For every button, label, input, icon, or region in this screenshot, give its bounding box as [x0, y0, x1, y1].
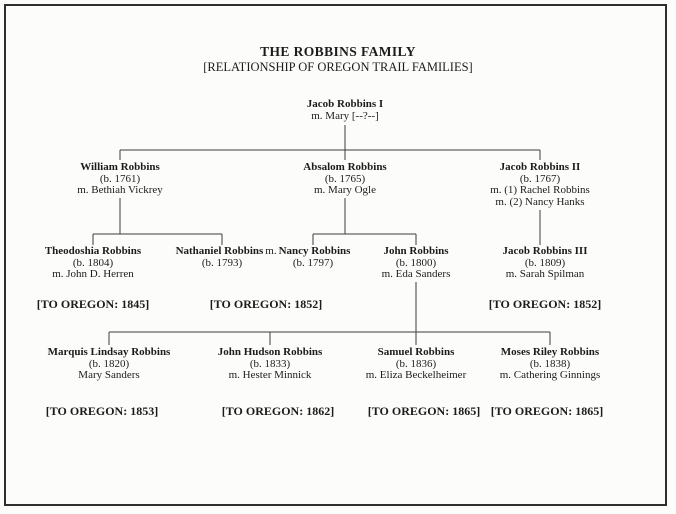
person-detail: m. Sarah Spilman — [505, 268, 585, 280]
page-border — [4, 4, 667, 506]
person-name: Jacob Robbins III — [502, 245, 588, 257]
person-detail: m. (1) Rachel Robbins — [490, 184, 590, 196]
person-node-moses-riley-robbins: Moses Riley Robbins (b. 1838) m. Catheri… — [475, 346, 625, 382]
person-node-jacob-robbins-ii: Jacob Robbins II (b. 1767) m. (1) Rachel… — [465, 161, 615, 208]
oregon-label-john-hudson: [TO OREGON: 1862] — [221, 404, 335, 418]
person-name: Marquis Lindsay Robbins — [47, 346, 171, 358]
person-detail: (b. 1797) — [292, 256, 334, 269]
oregon-label-samuel: [TO OREGON: 1865] — [367, 404, 481, 418]
person-detail: (b. 1767) — [519, 172, 561, 185]
person-name: Jacob Robbins I — [306, 98, 384, 110]
person-name: Samuel Robbins — [377, 346, 455, 358]
person-name: John Hudson Robbins — [217, 346, 323, 358]
person-node-jacob-robbins-iii: Jacob Robbins III (b. 1809) m. Sarah Spi… — [470, 245, 620, 281]
person-node-theodoshia-robbins: Theodoshia Robbins (b. 1804) m. John D. … — [18, 245, 168, 281]
person-name: Absalom Robbins — [303, 161, 387, 173]
oregon-label-nathaniel-nancy: [TO OREGON: 1852] — [209, 297, 323, 311]
person-node-samuel-robbins: Samuel Robbins (b. 1836) m. Eliza Beckel… — [341, 346, 491, 382]
person-detail: (b. 1765) — [324, 172, 366, 185]
person-name: William Robbins — [80, 161, 160, 173]
person-name: Jacob Robbins II — [499, 161, 581, 173]
person-name: Nancy Robbins — [278, 245, 351, 257]
person-name: Moses Riley Robbins — [500, 346, 600, 358]
person-node-marquis-lindsay-robbins: Marquis Lindsay Robbins (b. 1820) Mary S… — [34, 346, 184, 382]
marriage-label: m. — [265, 245, 277, 257]
person-detail: (b. 1800) — [395, 256, 437, 269]
person-node-john-robbins: John Robbins (b. 1800) m. Eda Sanders — [341, 245, 491, 281]
person-detail: (b. 1833) — [249, 357, 291, 370]
person-node-john-hudson-robbins: John Hudson Robbins (b. 1833) m. Hester … — [195, 346, 345, 382]
couple-birth-line: (b. 1793) (b. 1797) — [170, 256, 356, 270]
person-name: John Robbins — [383, 245, 449, 257]
person-detail: m. Bethiah Vickrey — [77, 184, 163, 196]
person-detail: m. Eda Sanders — [381, 268, 451, 280]
person-detail: m. Eliza Beckelheimer — [365, 369, 467, 381]
person-detail: m. (2) Nancy Hanks — [495, 195, 585, 208]
oregon-label-marquis: [TO OREGON: 1853] — [45, 404, 159, 418]
person-node-jacob-robbins-i: Jacob Robbins I m. Mary [--?--] — [270, 98, 420, 122]
person-detail: (b. 1793) — [201, 256, 243, 269]
person-detail: m. Cathering Ginnings — [499, 369, 601, 381]
person-detail: m. John D. Herren — [52, 268, 134, 280]
person-node-absalom-robbins: Absalom Robbins (b. 1765) m. Mary Ogle — [270, 161, 420, 197]
person-node-william-robbins: William Robbins (b. 1761) m. Bethiah Vic… — [45, 161, 195, 197]
oregon-label-moses: [TO OREGON: 1865] — [490, 404, 604, 418]
chart-subtitle: [RELATIONSHIP OF OREGON TRAIL FAMILIES] — [203, 60, 473, 74]
person-name: Theodoshia Robbins — [44, 245, 142, 257]
person-detail: m. Mary Ogle — [313, 184, 376, 196]
person-detail: m. Hester Minnick — [228, 369, 312, 381]
person-name: Nathaniel Robbins — [175, 245, 264, 257]
person-detail: (b. 1836) — [395, 357, 437, 370]
oregon-label-theodoshia: [TO OREGON: 1845] — [36, 297, 150, 311]
person-detail: (b. 1809) — [524, 256, 566, 269]
person-detail: (b. 1820) — [88, 357, 130, 370]
person-detail: (b. 1838) — [529, 357, 571, 370]
person-detail: m. Mary [--?--] — [311, 109, 379, 122]
oregon-label-jacob-iii: [TO OREGON: 1852] — [488, 297, 602, 311]
person-detail: Mary Sanders — [78, 369, 140, 381]
person-detail: (b. 1761) — [99, 172, 141, 185]
chart-title: THE ROBBINS FAMILY — [260, 44, 416, 59]
person-detail: (b. 1804) — [72, 256, 114, 269]
